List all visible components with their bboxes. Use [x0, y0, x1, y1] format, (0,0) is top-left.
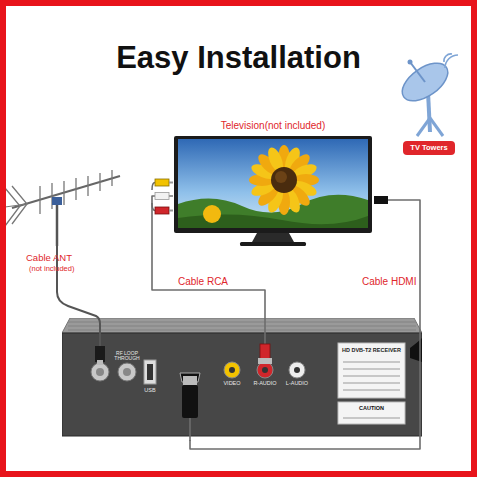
rf-port — [91, 363, 109, 381]
hdmi-wire — [189, 418, 191, 441]
hdmi-plug — [374, 196, 388, 204]
usb-port — [147, 364, 153, 380]
tv-bezel — [174, 136, 372, 233]
fine-print — [343, 390, 400, 391]
node-label: HD DVB-T2 RECEIVER — [338, 348, 405, 354]
rca-wire — [152, 203, 155, 211]
page-title: Easy Installation — [0, 42, 477, 75]
tv-illustration — [172, 134, 374, 248]
receiver-box: HD DVB-T2 RECEIVER — [62, 318, 422, 440]
rf-port — [96, 368, 104, 376]
sunflower-bud — [203, 205, 221, 223]
rca-port — [294, 367, 300, 373]
cable-label: Cable RCA — [178, 277, 228, 288]
rca-plug — [155, 179, 169, 186]
tower-pole — [428, 92, 430, 132]
fine-print — [343, 418, 400, 419]
antenna-element — [39, 186, 40, 214]
antenna-element — [87, 176, 88, 196]
caution-sticker — [338, 402, 405, 424]
antenna-element — [63, 181, 64, 205]
rca-cable — [152, 196, 265, 318]
rf-port — [123, 368, 131, 376]
fine-print — [343, 369, 400, 370]
tower-leg — [417, 118, 430, 136]
rca-plug — [155, 207, 169, 214]
rca-tip — [169, 182, 173, 184]
antenna-element — [99, 173, 100, 191]
hdmi-plug — [182, 385, 198, 418]
rca-port — [262, 367, 268, 373]
rca-plug — [260, 344, 270, 360]
antenna-boom — [12, 176, 120, 208]
rca-wire — [264, 318, 266, 346]
power-cord — [410, 338, 422, 362]
tower-feed — [410, 62, 425, 82]
receiver-front — [62, 333, 422, 436]
rca-plug — [155, 193, 169, 200]
antenna-reflector — [5, 204, 27, 207]
signal-wave — [445, 55, 458, 68]
receiver-top — [62, 318, 422, 333]
hdmi-port — [180, 373, 200, 382]
television: Television(not included) — [172, 120, 374, 248]
fine-print — [343, 376, 400, 377]
fine-print — [343, 362, 400, 363]
usb-port — [144, 360, 156, 384]
rca-port — [257, 362, 273, 378]
hdmi-plug — [183, 376, 197, 385]
tv-stand — [240, 242, 306, 246]
antenna-plug — [95, 346, 105, 362]
vent-line — [68, 326, 416, 327]
rca-tip — [169, 195, 173, 197]
rca-port — [224, 362, 240, 378]
antenna-plug — [97, 360, 103, 365]
rca-wire — [152, 183, 155, 191]
antenna-element — [51, 183, 52, 209]
vent-line — [68, 322, 416, 323]
rca-port — [289, 362, 305, 378]
rating-sticker — [338, 343, 405, 398]
antenna-clamp — [52, 197, 62, 205]
sunflower-center — [275, 171, 287, 183]
tower-feed — [408, 60, 413, 65]
sunflower-center — [271, 167, 297, 193]
antenna-element — [75, 178, 76, 200]
rca-port — [229, 367, 235, 373]
cable-label: (not included) — [29, 265, 89, 273]
tower-tag: TV Towers — [403, 141, 455, 155]
tower-leg — [430, 118, 443, 136]
cable-label: Cable ANT — [26, 253, 86, 263]
tv-screen — [178, 139, 368, 228]
hdmi-cable — [190, 200, 420, 449]
tv-stand — [252, 233, 294, 242]
antenna-mast — [56, 200, 59, 246]
vent-line — [68, 330, 416, 331]
antenna-cable — [57, 245, 100, 346]
node-label: TV Towers — [403, 141, 455, 155]
rca-plug — [258, 358, 272, 364]
rca-tip — [169, 210, 173, 212]
receiver-illustration — [62, 318, 422, 440]
cable-label: Cable HDMI — [362, 277, 416, 288]
rf-port — [118, 363, 136, 381]
fine-print — [343, 383, 400, 384]
node-label: Television(not included) — [172, 121, 374, 132]
antenna-element — [111, 170, 112, 186]
red-frame — [3, 3, 474, 474]
